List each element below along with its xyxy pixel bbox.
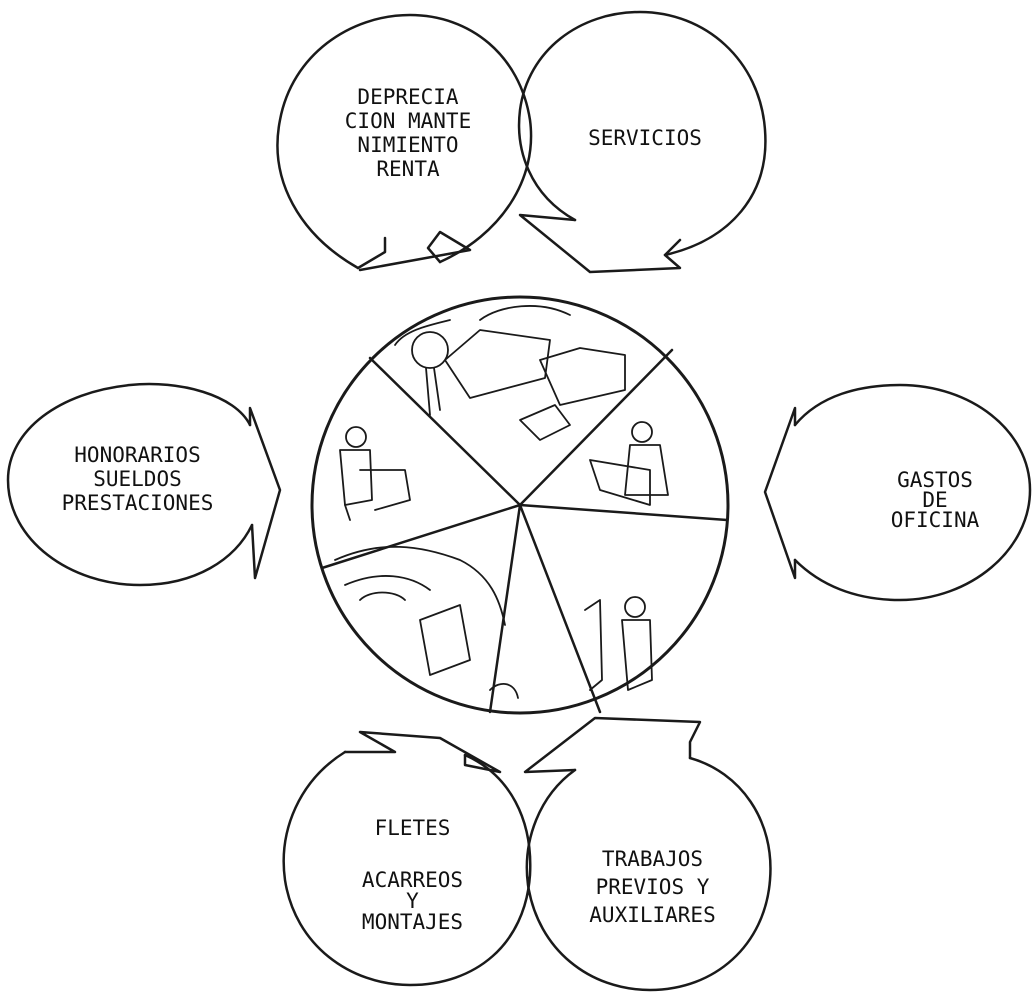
depreciacion-line-2: CION MANTE bbox=[344, 109, 472, 133]
depreciacion-label: DEPRECIA CION MANTE NIMIENTO RENTA bbox=[278, 85, 538, 181]
road-trucks-illustration-icon bbox=[334, 545, 519, 699]
construction-site-pie-icon bbox=[310, 295, 730, 715]
servicios-bubble bbox=[517, 10, 767, 274]
honorarios-bubble bbox=[6, 382, 282, 587]
gastos-oficina-line-2: DE bbox=[922, 488, 948, 512]
surveyor-illustration-icon bbox=[584, 596, 653, 691]
depreciacion-line-3: NIMIENTO bbox=[357, 133, 459, 157]
fletes-bubble bbox=[282, 730, 532, 987]
fletes-label: FLETES ACARREOS Y MONTAJES bbox=[300, 815, 525, 935]
depreciacion-bubble bbox=[276, 13, 533, 272]
trabajos-bubble bbox=[523, 716, 772, 992]
gastos-oficina-arrow-icon bbox=[763, 406, 797, 580]
gastos-oficina-bubble bbox=[763, 383, 1032, 602]
depreciacion-line-1: DEPRECIA bbox=[357, 85, 459, 109]
honorarios-line-1: HONORARIOS bbox=[74, 443, 201, 467]
honorarios-line-2: SUELDOS bbox=[93, 467, 182, 491]
fletes-line-4: Y bbox=[406, 889, 419, 913]
buildings-illustration-icon bbox=[394, 305, 626, 441]
fletes-arrow-icon bbox=[343, 730, 502, 774]
trabajos-label: TRABAJOS PREVIOS Y AUXILIARES bbox=[530, 845, 775, 929]
fletes-line-2 bbox=[300, 841, 525, 867]
fletes-line-5: MONTAJES bbox=[361, 910, 464, 934]
gastos-oficina-label: GASTOS DE OFICINA bbox=[835, 468, 1032, 532]
gastos-oficina-line-1: GASTOS bbox=[897, 468, 973, 492]
trabajos-arrow-icon bbox=[523, 716, 702, 774]
fletes-line-3: ACARREOS bbox=[361, 868, 464, 892]
trabajos-line-1: TRABAJOS bbox=[601, 847, 704, 871]
honorarios-label: HONORARIOS SUELDOS PRESTACIONES bbox=[5, 443, 270, 515]
servicios-label: SERVICIOS bbox=[520, 126, 770, 150]
seated-person-illustration-icon bbox=[339, 426, 411, 521]
fletes-line-1: FLETES bbox=[374, 816, 451, 840]
trabajos-line-3: AUXILIARES bbox=[589, 903, 716, 927]
trabajos-line-2: PREVIOS Y bbox=[595, 875, 710, 899]
depreciacion-arrow-icon bbox=[356, 230, 472, 272]
servicios-line-1: SERVICIOS bbox=[588, 126, 702, 150]
depreciacion-line-4: RENTA bbox=[376, 157, 440, 181]
office-worker-illustration-icon bbox=[589, 421, 669, 506]
honorarios-arrow-icon bbox=[248, 406, 282, 580]
gastos-oficina-line-3: OFICINA bbox=[890, 508, 980, 532]
servicios-arrow-icon bbox=[518, 213, 682, 274]
honorarios-line-3: PRESTACIONES bbox=[61, 491, 214, 515]
